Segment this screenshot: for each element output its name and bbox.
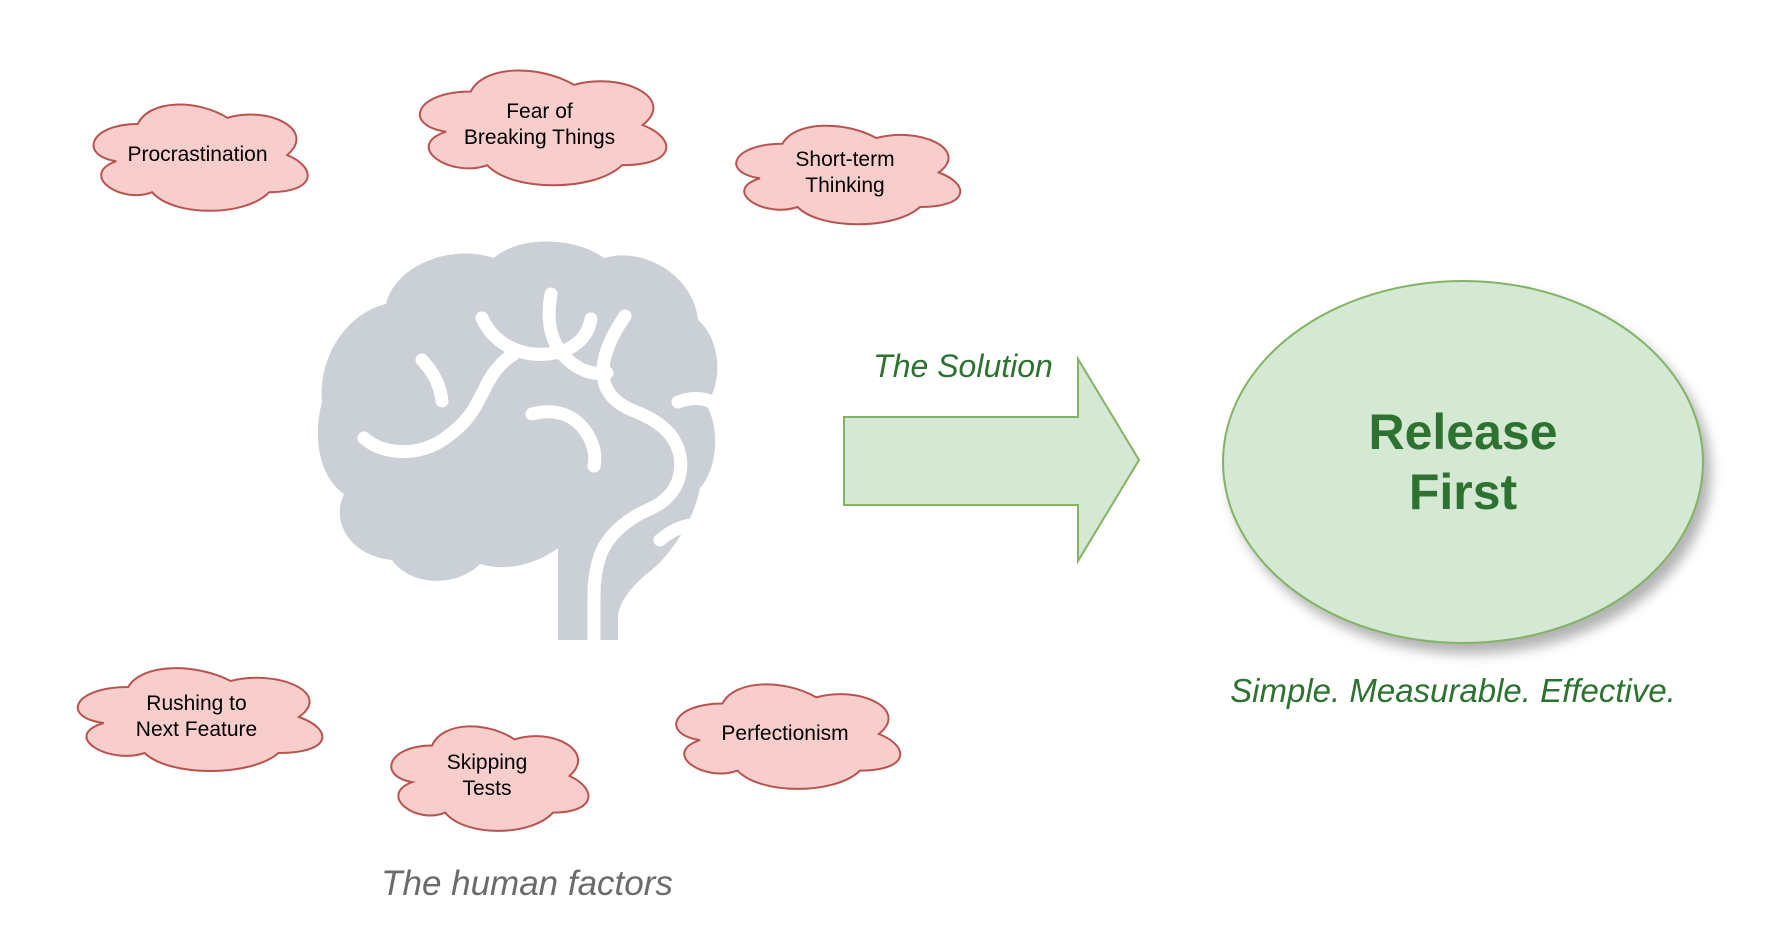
tagline: Simple. Measurable. Effective. [1230,672,1676,709]
human-factors-caption: The human factors [381,864,673,903]
cloud-short-term-thinking: Short-term Thinking [720,115,970,230]
cloud-icon [402,58,677,192]
cloud-icon [60,657,333,777]
release-first-ellipse: Release First [1222,280,1704,644]
brain-icon [317,241,725,647]
cloud-fear-of-breaking-things: Fear of Breaking Things [402,58,677,192]
cloud-rushing-to-next-feature: Rushing to Next Feature [60,657,333,777]
cloud-label: Procrastination [127,143,268,167]
release-first-title: Release First [1368,404,1558,520]
solution-label: The Solution [873,348,1053,384]
cloud-procrastination: Procrastination [78,93,317,217]
cloud-label: Rushing to Next Feature [135,692,258,741]
cloud-icon [720,115,970,230]
cloud-perfectionism: Perfectionism [660,673,910,795]
solution-arrow-icon [843,355,1141,565]
cloud-icon [377,715,597,837]
cloud-label: Fear of Breaking Things [463,100,616,149]
cloud-label: Skipping Tests [446,751,528,800]
cloud-label: Short-term Thinking [795,147,895,197]
cloud-icon [78,93,317,217]
brain-folds [357,287,725,647]
cloud-label: Perfectionism [721,722,849,746]
cloud-skipping-tests: Skipping Tests [377,715,597,837]
cloud-icon [660,673,910,795]
